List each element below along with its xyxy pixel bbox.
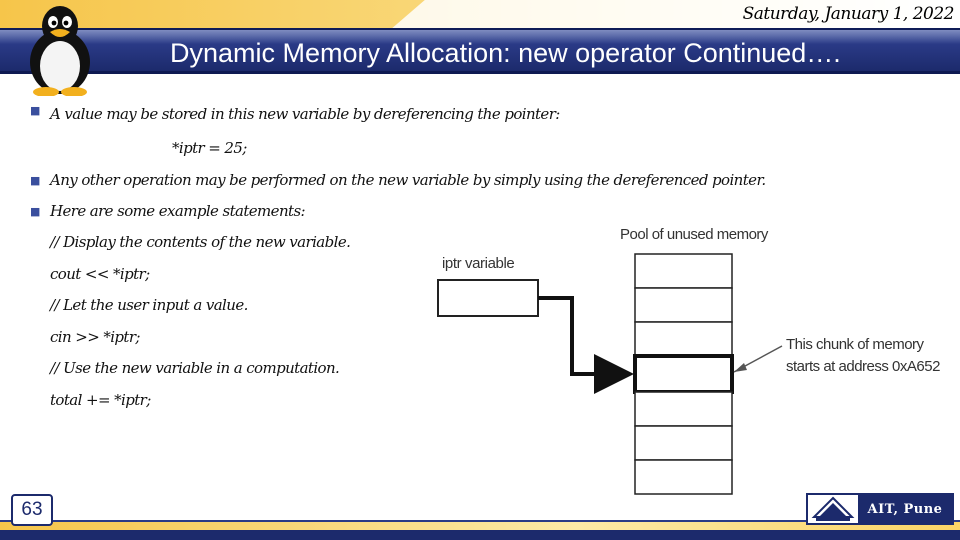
chunk-label-line2: starts at address 0xA652: [786, 358, 940, 375]
title-bar: [0, 28, 960, 74]
slide-date: Saturday, January 1, 2022: [742, 4, 955, 24]
pool-label: Pool of unused memory: [620, 226, 768, 243]
header-wedge: [390, 0, 960, 30]
memory-cell: [634, 391, 733, 427]
tux-penguin-logo: [30, 6, 90, 96]
memory-cell: [634, 253, 733, 289]
pointer-arrow: [538, 296, 634, 394]
bullet-marker: ■: [30, 205, 41, 218]
bullet-text-examples: Here are some example statements:: [50, 202, 306, 220]
memory-diagram: Pool of unused memory iptr variable This…: [430, 222, 950, 502]
memory-cell: [634, 425, 733, 461]
pointer-variable-label: iptr variable: [442, 255, 515, 272]
ait-logo-text: AIT, Pune: [858, 495, 952, 523]
code-comment-computation: // Use the new variable in a computation…: [50, 359, 340, 377]
bullet-marker: ■: [30, 174, 41, 187]
code-assignment: *iptr = 25;: [172, 139, 247, 157]
code-comment-display: // Display the contents of the new varia…: [50, 233, 351, 251]
code-cin: cin >> *iptr;: [50, 328, 140, 346]
memory-cell: [634, 321, 733, 357]
iptr-variable-box: [437, 279, 539, 317]
bullet-marker: ■: [30, 104, 41, 117]
ait-logo: AIT, Pune: [806, 493, 954, 525]
code-total: total += *iptr;: [50, 391, 151, 409]
ait-emblem-icon: [811, 496, 855, 521]
code-cout: cout << *iptr;: [50, 265, 150, 283]
slide-title: Dynamic Memory Allocation: new operator …: [170, 38, 841, 68]
bullet-text-dereference: A value may be stored in this new variab…: [50, 105, 560, 123]
footer-shade: [0, 530, 960, 540]
code-comment-input: // Let the user input a value.: [50, 296, 248, 314]
memory-cell-allocated: [633, 354, 734, 394]
chunk-label-line1: This chunk of memory: [786, 336, 924, 353]
memory-cell: [634, 287, 733, 323]
page-number: 63: [11, 494, 53, 526]
bullet-text-operations: Any other operation may be performed on …: [50, 171, 766, 189]
memory-cell: [634, 459, 733, 495]
diagram-graphics: [437, 253, 783, 495]
title-bar-highlight: [0, 30, 960, 44]
